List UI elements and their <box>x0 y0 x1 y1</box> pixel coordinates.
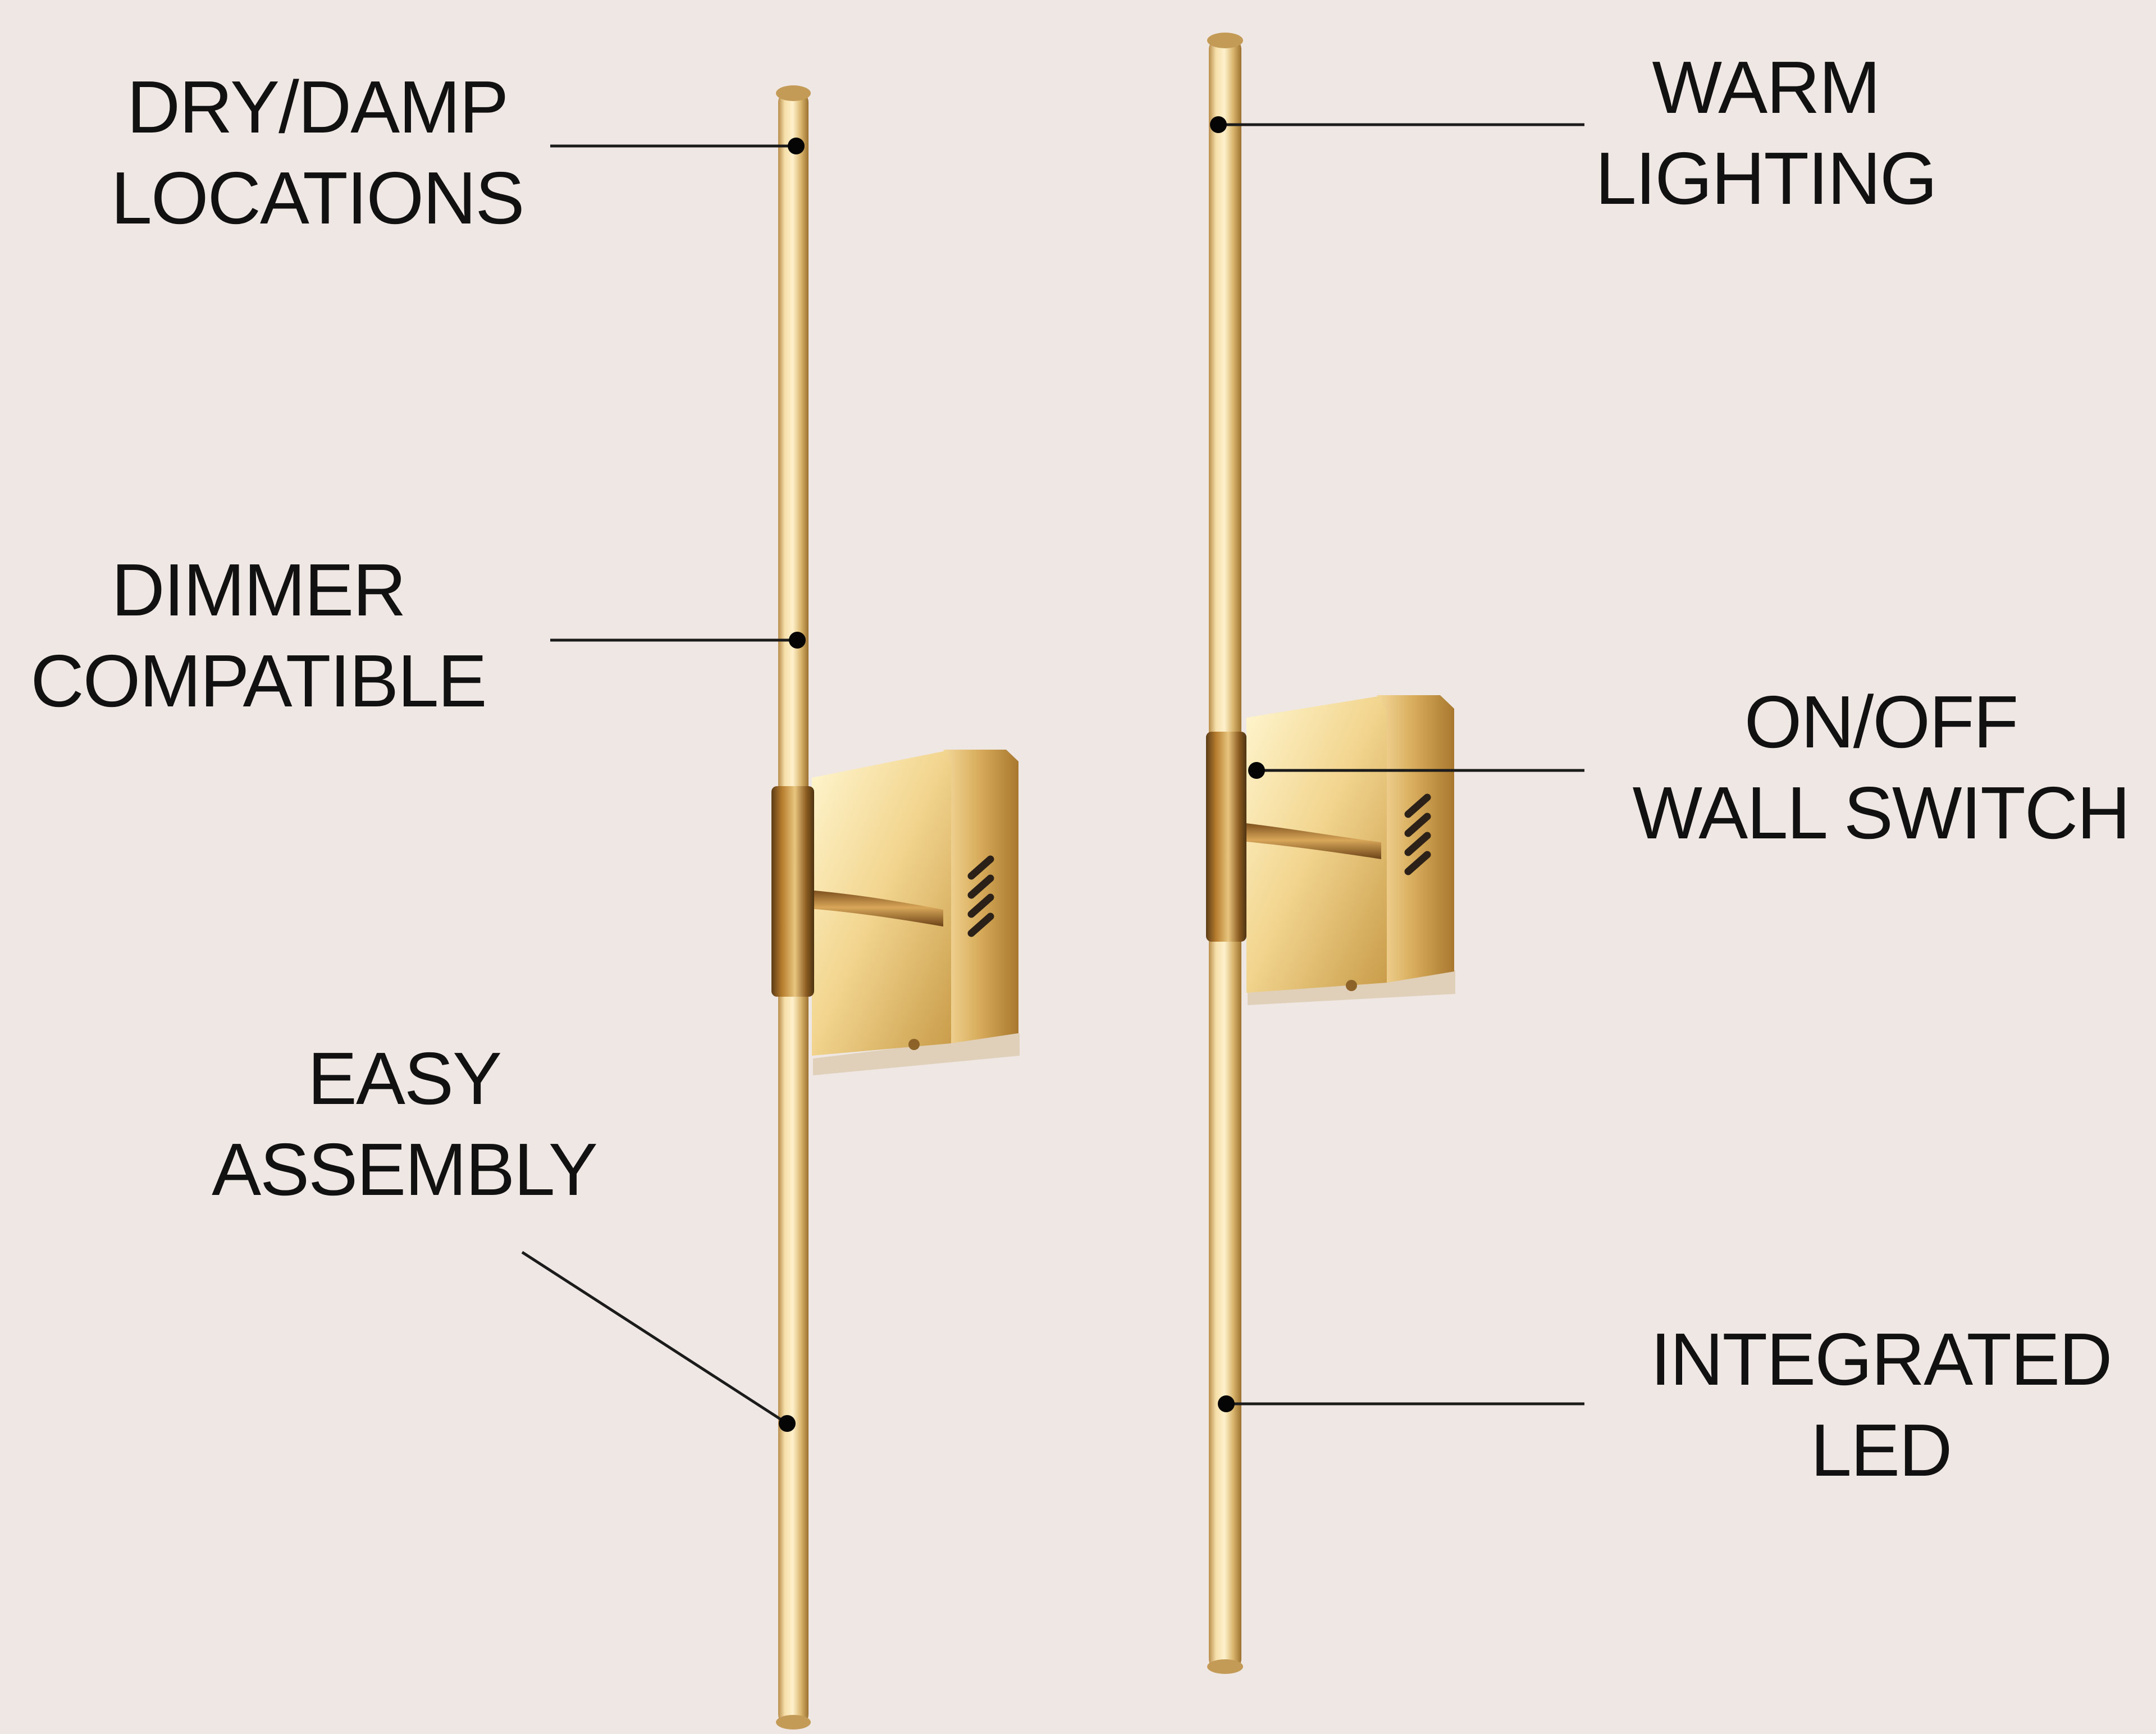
integrated-led-label: INTEGRATED LED <box>1634 1314 2128 1496</box>
wall-switch-label-line-2: WALL SWITCH <box>1632 772 2131 854</box>
left-bracket-screw-icon <box>908 1039 920 1050</box>
dry-damp-label-line-1: DRY/DAMP <box>126 66 509 148</box>
callout-dots <box>779 116 1265 1432</box>
dimmer-label-line-2: COMPATIBLE <box>30 640 487 722</box>
right-rod-top-cap <box>1207 33 1243 48</box>
warm-lighting-label-line-2: LIGHTING <box>1595 137 1937 220</box>
left-bracket-vent-icon <box>967 855 994 937</box>
easy-assembly-callout-dot <box>779 1415 796 1432</box>
right-wall-sconce <box>1206 33 1455 1674</box>
integrated-led-callout-dot <box>1218 1395 1235 1412</box>
right-bracket-vent-icon <box>1404 793 1431 875</box>
left-rod-top-cap <box>776 85 811 101</box>
dry-damp-locations-label: DRY/DAMP LOCATIONS <box>90 62 545 244</box>
dimmer-label-line-1: DIMMER <box>111 549 406 631</box>
integrated-led-label-line-1: INTEGRATED <box>1650 1318 2113 1400</box>
dry-damp-label-line-2: LOCATIONS <box>111 157 524 239</box>
integrated-led-label-line-2: LED <box>1810 1409 1953 1491</box>
callout-lines <box>521 123 1584 1425</box>
right-bracket-screw-icon <box>1346 980 1357 991</box>
dimmer-callout-dot <box>789 632 806 649</box>
left-bracket-arm <box>808 890 943 927</box>
warm-lighting-label: WARM LIGHTING <box>1572 42 1959 224</box>
right-rod-bottom-cap <box>1207 1659 1243 1674</box>
warm-lighting-label-line-1: WARM <box>1652 46 1880 129</box>
right-bracket-arm <box>1241 823 1381 859</box>
dimmer-compatible-label: DIMMER COMPATIBLE <box>11 545 505 727</box>
left-rod-bottom-cap <box>776 1715 811 1730</box>
wall-switch-label-line-1: ON/OFF <box>1744 681 2019 763</box>
right-rod-collar <box>1206 732 1246 942</box>
warm-lighting-callout-dot <box>1210 116 1227 133</box>
easy-assembly-label-line-1: EASY <box>307 1037 502 1120</box>
left-rod-collar <box>771 786 814 997</box>
left-bracket-side <box>943 750 1018 1043</box>
easy-assembly-label: EASY ASSEMBLY <box>197 1033 612 1215</box>
easy-assembly-callout-line <box>521 1251 788 1425</box>
dry-damp-callout-dot <box>788 138 805 154</box>
right-bracket-side <box>1377 695 1454 983</box>
left-bracket-shadow <box>813 1033 1020 1075</box>
left-wall-sconce <box>771 85 1020 1730</box>
wall-switch-callout-dot <box>1248 762 1265 779</box>
easy-assembly-label-line-2: ASSEMBLY <box>212 1128 598 1211</box>
on-off-wall-switch-label: ON/OFF WALL SWITCH <box>1600 677 2156 859</box>
